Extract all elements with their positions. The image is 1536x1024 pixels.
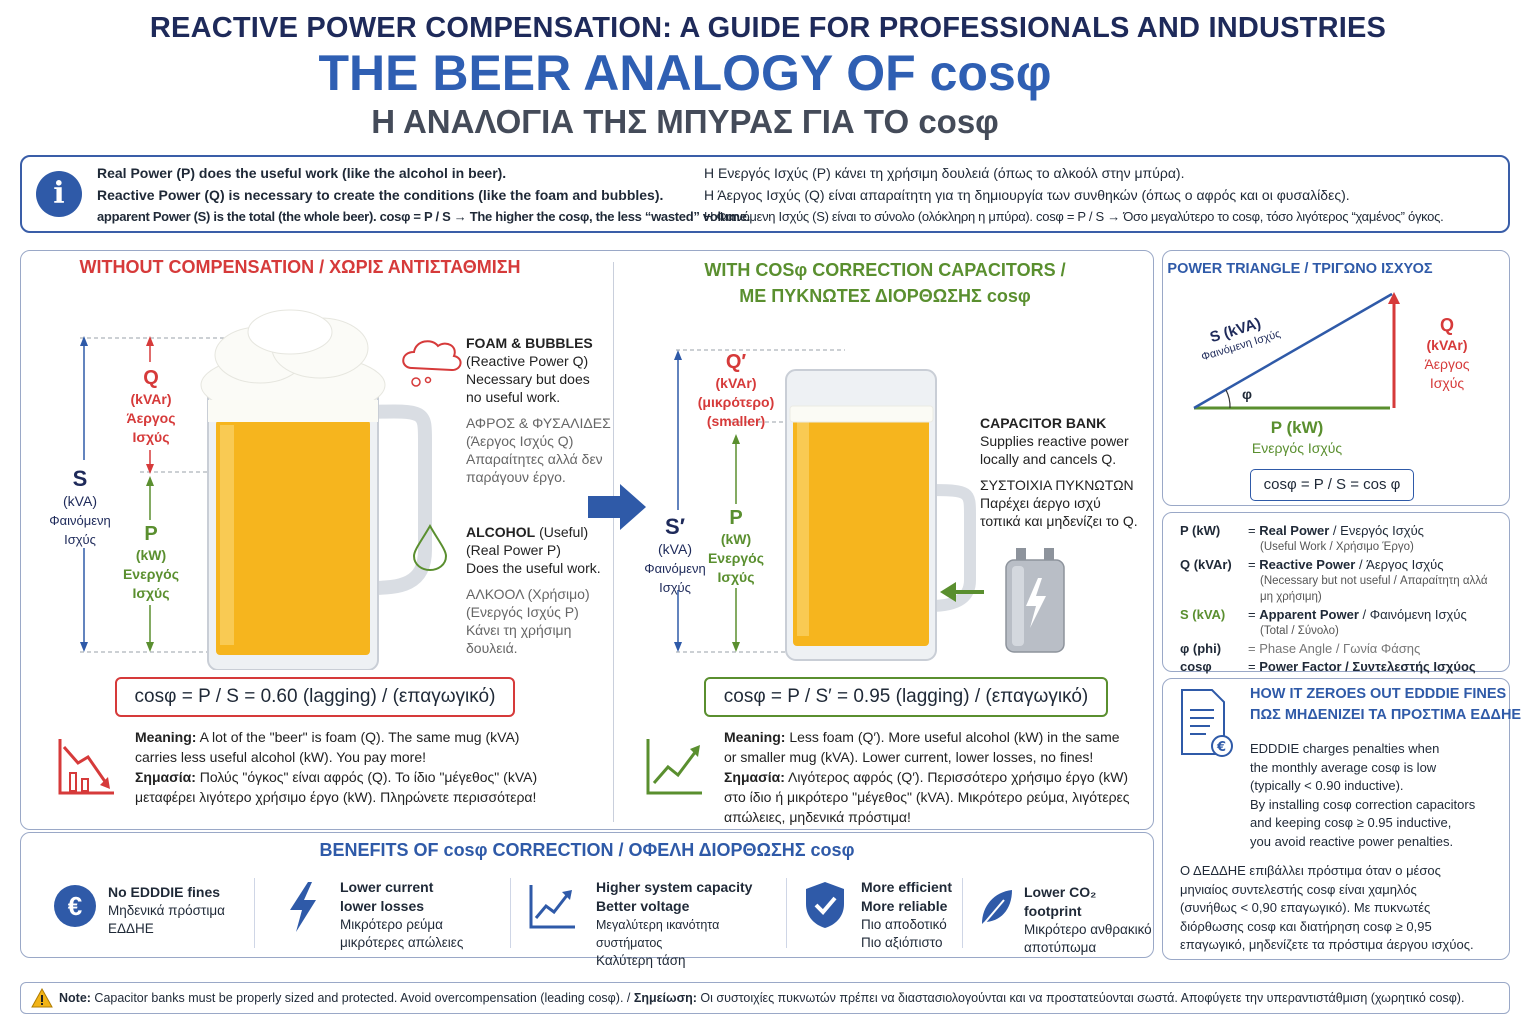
without-meaning: Meaning: A lot of the "beer" is foam (Q)… — [135, 729, 538, 805]
triangle-p-label: P (kW) — [1270, 418, 1324, 437]
triangle-title: POWER TRIANGLE / ΤΡΙΓΩΝΟ ΙΣΧΥΟΣ — [1167, 261, 1433, 277]
fines-text-gr: Ο ΔΕΔΔΗΕ επιβάλλει πρόστιμα όταν ο μέσος… — [1180, 863, 1474, 952]
info-en-3: apparent Power (S) is the total (the who… — [97, 209, 750, 224]
euro-icon: € — [54, 885, 96, 927]
downtrend-icon — [58, 739, 114, 795]
svg-text:€: € — [1216, 740, 1226, 755]
power-triangle-diagram — [1193, 292, 1400, 410]
benefit-higher-capacity: Higher system capacity Better voltage Με… — [596, 879, 753, 968]
fines-panel — [1162, 678, 1510, 960]
panel-divider — [613, 262, 614, 822]
benefits-title: BENEFITS OF cosφ CORRECTION / ΟΦΕΛΗ ΔΙΟΡ… — [319, 840, 855, 860]
benefit-separator — [962, 878, 963, 948]
info-panel — [20, 155, 1510, 233]
foam-description: FOAM & BUBBLES (Reactive Power Q) Necess… — [466, 335, 611, 485]
without-illustration — [80, 309, 462, 670]
footer-note: Note: Capacitor banks must be properly s… — [20, 982, 1510, 1014]
benefit-no-fines: No EDDDIE fines Μηδενικά πρόστιμα ΕΔΔΗΕ — [108, 884, 225, 936]
without-formula: cosφ = P / S = 0.60 (lagging) / (επαγωγι… — [115, 677, 515, 717]
page-title: REACTIVE POWER COMPENSATION: A GUIDE FOR… — [149, 12, 1387, 44]
triangle-phi: φ — [1242, 386, 1253, 402]
info-icon: i — [36, 171, 82, 217]
benefits-panel — [20, 832, 1154, 958]
with-s-label: S′ (kVA) Φαινόμενη Ισχύς — [644, 514, 706, 595]
with-illustration — [674, 349, 1065, 661]
triangle-formula: cosφ = P / S = cos φ — [1250, 469, 1414, 501]
fines-text-en: EDDDIE charges penalties when the monthl… — [1250, 741, 1476, 849]
page-subtitle: THE BEER ANALOGY OF cosφ — [0, 44, 1370, 102]
info-en-2: Reactive Power (Q) is necessary to creat… — [97, 187, 664, 203]
benefit-more-efficient: More efficient More reliable Πιο αποδοτι… — [861, 879, 953, 950]
capacitor-description: CAPACITOR BANK Supplies reactive power l… — [980, 415, 1138, 529]
warning-icon — [31, 988, 53, 1008]
shield-check-icon — [806, 882, 844, 928]
info-gr-3: Η Φαινόμενη Ισχύς (S) είναι το σύνολο (ο… — [704, 209, 1444, 224]
legend-list: P (kW) = Real Power / Ενεργός Ισχύς (Use… — [1180, 523, 1488, 674]
document-euro-icon: € — [1181, 689, 1233, 757]
without-q-label: Q (kVAr) Άεργος Ισχύς — [126, 367, 176, 445]
without-title: WITHOUT COMPENSATION / ΧΩΡΙΣ ΑΝΤΙΣΤΑΘΜΙΣ… — [79, 257, 521, 277]
transition-arrow-icon — [588, 484, 646, 530]
power-triangle-panel — [1162, 250, 1510, 506]
info-gr-2: Η Άεργος Ισχύς (Q) είναι απαραίτητη για … — [704, 187, 1350, 203]
info-en-1: Real Power (P) does the useful work (lik… — [97, 165, 507, 181]
capacity-chart-icon — [529, 885, 575, 929]
triangle-p-greek: Ενεργός Ισχύς — [1251, 440, 1343, 456]
with-q-label: Q′ (kVAr) (μικρότερο) (smaller) — [697, 351, 775, 429]
with-formula: cosφ = P / S′ = 0.95 (lagging) / (επαγωγ… — [704, 677, 1108, 717]
lightning-icon — [290, 882, 316, 932]
subtitle-cos: cosφ — [929, 45, 1052, 101]
page-subtitle-greek: Η ΑΝΑΛΟΓΙΑ ΤΗΣ ΜΠΥΡΑΣ ΓΙΑ ΤΟ cosφ — [371, 103, 999, 140]
benefit-separator — [786, 878, 787, 948]
legend-panel — [1162, 512, 1510, 672]
fines-title-en: HOW IT ZEROES OUT EDDDIE FINES — [1250, 686, 1507, 702]
subtitle-main: THE BEER ANALOGY OF — [318, 45, 916, 101]
with-p-label: P (kW) Ενεργός Ισχύς — [707, 507, 765, 585]
fines-title-gr: ΠΩΣ ΜΗΔΕΝΙΖΕΙ ΤΑ ΠΡΟΣΤΙΜΑ ΕΔΔΗΕ — [1250, 707, 1522, 723]
benefit-lower-current: Lower current lower losses Μικρότερο ρεύ… — [340, 879, 464, 950]
without-s-label: S (kVA) Φαινόμενη Ισχύς — [49, 466, 111, 547]
leaf-icon — [981, 890, 1012, 927]
alcohol-description: ALCOHOL (Useful) (Real Power P) Does the… — [466, 524, 601, 656]
uptrend-icon — [646, 739, 702, 795]
benefit-separator — [254, 878, 255, 948]
info-gr-1: Η Ενεργός Ισχύς (P) κάνει τη χρήσιμη δου… — [704, 165, 1185, 181]
benefit-lower-co2: Lower CO₂ footprint Μικρότερο ανθρακικό … — [1024, 884, 1152, 955]
with-title: WITH COSφ CORRECTION CAPACITORS / ΜΕ ΠΥΚ… — [704, 260, 1066, 306]
benefit-separator — [510, 878, 511, 948]
without-p-label: P (kW) Ενεργός Ισχύς — [122, 523, 180, 601]
with-meaning: Meaning: Less foam (Q′). More useful alc… — [724, 729, 1130, 825]
triangle-q-label: Q (kVAr) Άεργος Ισχύς — [1424, 315, 1470, 391]
